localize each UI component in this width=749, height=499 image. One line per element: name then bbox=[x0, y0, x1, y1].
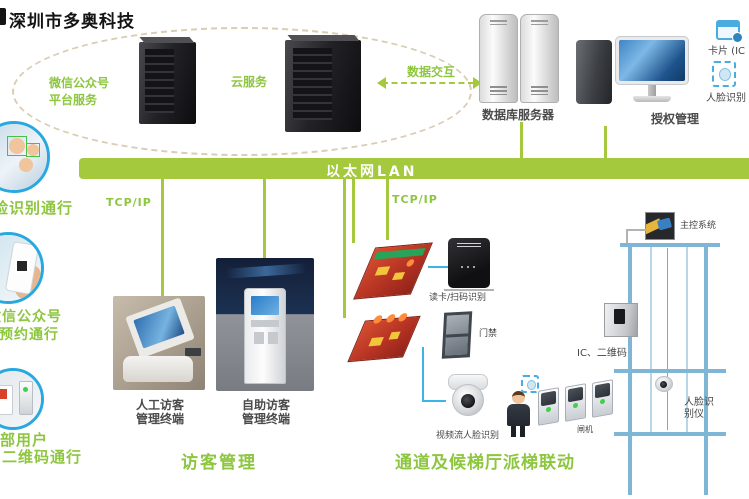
elevator-dome-lens bbox=[660, 381, 667, 388]
turnstile-gate-icon bbox=[538, 387, 559, 426]
kiosk-label-line2: 管理终端 bbox=[241, 412, 290, 426]
wechat-platform-label-line1: 微信公众号 bbox=[49, 76, 110, 90]
visitor-section-title: 访客管理 bbox=[181, 453, 257, 473]
person-body bbox=[507, 404, 530, 426]
data-exchange-line bbox=[382, 82, 474, 84]
connector-lan-to-kiosk bbox=[263, 179, 266, 258]
reader-label: 读卡/扫码识别 bbox=[429, 293, 487, 303]
manual-terminal-photo bbox=[113, 296, 205, 390]
elevator-control-photo bbox=[645, 212, 675, 240]
cloud-boundary-ellipse bbox=[12, 27, 472, 156]
data-exchange-label: 数据交互 bbox=[407, 65, 456, 79]
person-leg bbox=[511, 426, 516, 437]
database-server-icon bbox=[479, 14, 518, 103]
elevator-beam-mid bbox=[614, 369, 726, 373]
server-tower-icon bbox=[139, 37, 196, 124]
person-leg bbox=[520, 426, 525, 437]
server-tower-icon bbox=[285, 35, 361, 132]
connector-lan-to-board1 bbox=[352, 179, 355, 243]
manual-terminal-label-line1: 人工访客 bbox=[135, 398, 184, 412]
elevator-beam-top bbox=[620, 243, 720, 247]
face-pass-photo-circle bbox=[0, 121, 50, 193]
ethernet-lan-bar bbox=[79, 158, 749, 179]
turnstile-gate-icon bbox=[592, 379, 613, 418]
qr-pass-label-line2: 二维码通行 bbox=[2, 448, 83, 466]
ic-qr-label: IC、二维码 bbox=[577, 348, 627, 359]
elevator-control-label: 主控系统 bbox=[680, 221, 717, 231]
ic-reader-panel-icon bbox=[604, 303, 638, 337]
computer-tower-icon bbox=[576, 40, 612, 104]
ethernet-lan-label: 以太网LAN bbox=[326, 164, 418, 180]
auth-management-label: 授权管理 bbox=[651, 112, 700, 126]
channel-section-title: 通道及候梯厅派梯联动 bbox=[395, 453, 575, 473]
connector-board2-camera-v bbox=[422, 347, 424, 402]
elevator-inner-rail bbox=[686, 247, 688, 434]
face-recognition-label: 人脸识别 bbox=[706, 93, 746, 104]
card-icon bbox=[716, 20, 743, 43]
database-server-icon bbox=[520, 14, 559, 103]
dome-camera-lens bbox=[461, 394, 475, 408]
tcpip-right-label: TCP/IP bbox=[392, 193, 438, 206]
wechat-pass-label-line1: 微信公众号 bbox=[0, 309, 62, 325]
turnstile-gate-icon bbox=[565, 383, 586, 422]
wechat-platform-label-line2: 平台服务 bbox=[49, 93, 98, 107]
elevator-cable bbox=[667, 248, 668, 430]
monitor-icon bbox=[615, 36, 689, 85]
reader-base bbox=[444, 289, 494, 291]
card-reader-icon bbox=[448, 238, 490, 288]
connector-lan-to-board2 bbox=[343, 179, 346, 318]
person-figure bbox=[512, 391, 525, 404]
kiosk-label-line1: 自助访客 bbox=[241, 398, 290, 412]
kiosk-photo bbox=[216, 258, 314, 391]
door-label: 门禁 bbox=[479, 329, 498, 339]
qr-pass-label-line1: 部用户 bbox=[0, 431, 49, 449]
brand-title: 深圳市多奥科技 bbox=[9, 12, 135, 32]
door-icon bbox=[441, 311, 473, 359]
monitor-stand bbox=[648, 85, 656, 96]
elevator-beam-lower bbox=[614, 432, 726, 436]
camera-label: 视频流人脸识别 bbox=[436, 431, 500, 441]
tcpip-left-label: TCP/IP bbox=[106, 196, 152, 209]
connector-db-to-lan bbox=[520, 122, 523, 158]
connector-board1-reader bbox=[428, 266, 448, 268]
cloud-service-label: 云服务 bbox=[231, 75, 268, 89]
arrow-left-icon bbox=[371, 77, 386, 89]
face-scan-icon bbox=[521, 375, 539, 393]
controller-board-icon bbox=[353, 242, 433, 300]
wechat-pass-label-line2: 预约通行 bbox=[0, 327, 59, 343]
face-pass-label: 脸识别通行 bbox=[0, 199, 74, 217]
manual-terminal-label-line2: 管理终端 bbox=[135, 412, 184, 426]
gate-label: 闸机 bbox=[577, 425, 593, 434]
qr-gate-photo-circle bbox=[0, 368, 44, 430]
connector-auth-to-lan bbox=[604, 126, 607, 158]
monitor-base bbox=[633, 96, 671, 102]
elevator-inner-rail bbox=[650, 247, 652, 434]
connector-lan-to-manual-terminal bbox=[161, 179, 164, 297]
elevator-face-label-line1: 人脸识 bbox=[684, 397, 714, 408]
connector-board2-camera-h bbox=[422, 400, 446, 402]
card-label: 卡片 (IC bbox=[708, 46, 746, 57]
controller-board-icon bbox=[347, 313, 421, 363]
wechat-phone-photo-circle bbox=[0, 232, 44, 304]
brand-logo-icon bbox=[0, 8, 6, 25]
connector-control-v bbox=[626, 229, 628, 244]
arrow-right-icon bbox=[473, 77, 488, 89]
elevator-face-label-line2: 别仪 bbox=[684, 409, 704, 420]
connector-control-h bbox=[626, 229, 646, 231]
face-recognition-icon bbox=[712, 61, 736, 87]
database-server-label: 数据库服务器 bbox=[482, 108, 555, 122]
connector-lan-tcpip bbox=[386, 179, 389, 240]
